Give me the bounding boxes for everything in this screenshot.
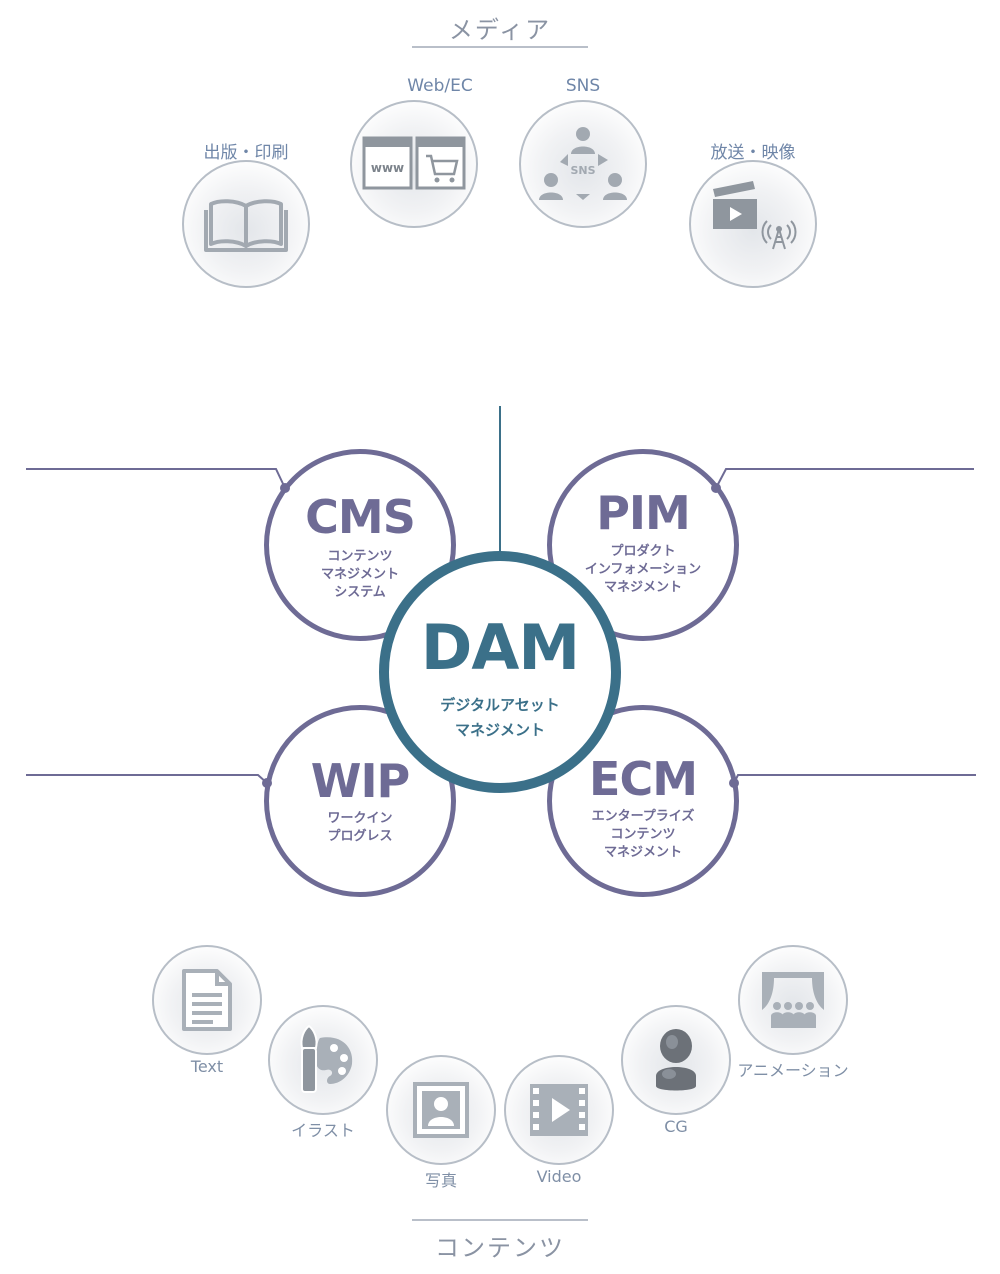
wip-title: WIP xyxy=(310,754,411,808)
media-broadcast[interactable] xyxy=(689,160,817,288)
clapper-antenna-icon xyxy=(713,181,797,250)
content-illustration[interactable] xyxy=(268,1005,378,1115)
browser-cart-icon: www xyxy=(362,136,466,190)
ecm-title: ECM xyxy=(589,752,698,806)
dam-subtitle-1: デジタルアセット xyxy=(440,696,560,714)
content-label-photo: 写真 xyxy=(424,1171,457,1190)
ecm-subtitle-1: エンタープライズ xyxy=(591,809,695,824)
content-cg[interactable] xyxy=(621,1005,731,1115)
content-label-text: Text xyxy=(190,1057,224,1076)
ecm-subtitle-2: コンテンツ xyxy=(610,827,676,842)
cms-connector xyxy=(26,468,286,489)
cms-subtitle-2: マネジメント xyxy=(320,567,399,582)
palette-brush-icon xyxy=(300,1024,353,1093)
wip-subtitle-2: プログレス xyxy=(327,829,393,844)
content-label-video: Video xyxy=(536,1167,582,1186)
pim-subtitle-3: マネジメント xyxy=(603,580,682,595)
dam-subtitle-2: マネジメント xyxy=(454,721,545,739)
cms-title: CMS xyxy=(305,490,416,544)
pim-title: PIM xyxy=(596,486,691,540)
content-text[interactable] xyxy=(152,945,262,1055)
contents-section-title: コンテンツ xyxy=(435,1234,565,1262)
pim-subtitle-1: プロダクト xyxy=(610,544,676,559)
dam-title: DAM xyxy=(420,611,580,684)
media-label-print: 出版・印刷 xyxy=(203,143,289,163)
media-web[interactable]: www xyxy=(350,100,478,228)
sns-network-icon: SNS xyxy=(539,127,627,200)
media-sns[interactable]: SNS xyxy=(519,100,647,228)
pim-connector xyxy=(715,468,974,489)
open-book-icon xyxy=(204,199,288,252)
media-label-sns: SNS xyxy=(565,76,601,96)
content-label-cg: CG xyxy=(664,1117,688,1136)
cms-subtitle-1: コンテンツ xyxy=(327,549,393,564)
media-print[interactable] xyxy=(182,160,310,288)
film-play-icon xyxy=(530,1084,588,1136)
content-animation[interactable] xyxy=(738,945,848,1055)
wip-subtitle-1: ワークイン xyxy=(327,811,393,826)
content-photo[interactable] xyxy=(386,1055,496,1165)
content-video[interactable] xyxy=(504,1055,614,1165)
media-label-web: Web/EC xyxy=(407,76,473,96)
dam-circle[interactable]: DAM デジタルアセット マネジメント xyxy=(379,551,621,793)
pim-subtitle-2: インフォメーション xyxy=(584,562,702,577)
theater-stage-icon xyxy=(762,972,824,1028)
sns-badge-text: SNS xyxy=(570,164,595,177)
contents-section-rule xyxy=(412,1219,588,1221)
document-icon xyxy=(182,969,232,1031)
ecm-connector xyxy=(733,774,976,784)
www-text: www xyxy=(371,161,404,175)
ecm-subtitle-3: マネジメント xyxy=(603,845,682,860)
wip-connector xyxy=(26,774,268,784)
portrait-photo-icon xyxy=(413,1082,469,1138)
media-section-title: メディア xyxy=(448,16,552,44)
3d-figure-icon xyxy=(656,1029,696,1091)
content-label-animation: アニメーション xyxy=(737,1061,849,1080)
content-label-illustration: イラスト xyxy=(291,1121,355,1140)
media-label-broadcast: 放送・映像 xyxy=(710,143,796,163)
media-section-rule xyxy=(412,46,588,48)
cms-subtitle-3: システム xyxy=(334,585,386,600)
